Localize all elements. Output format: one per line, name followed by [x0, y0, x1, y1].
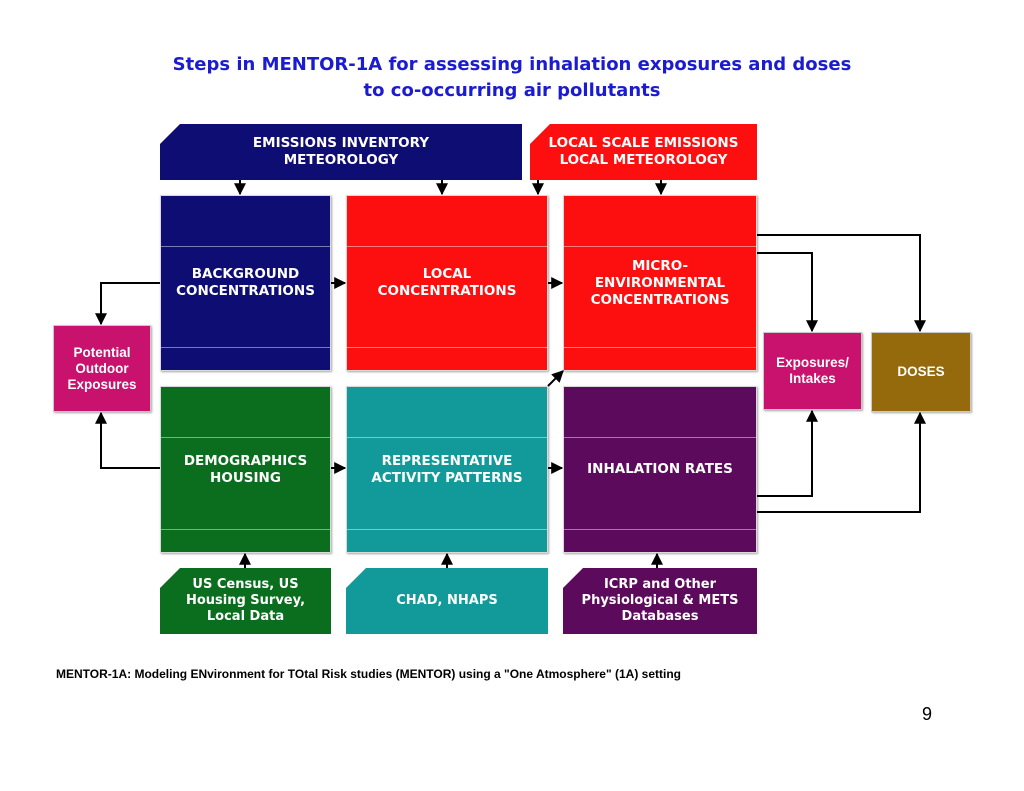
local-scale-emissions-box: LOCAL SCALE EMISSIONS LOCAL METEOROLOGY — [530, 124, 757, 180]
local-concentrations-label: LOCAL CONCENTRATIONS — [377, 266, 517, 299]
arrow-background-to-outdoor — [95, 282, 160, 326]
footnote: MENTOR-1A: Modeling ENvironment for TOta… — [56, 667, 681, 681]
doses-box: DOSES — [871, 332, 971, 412]
title-line-1: Steps in MENTOR-1A for assessing inhalat… — [172, 54, 852, 75]
chad-nhaps-label: CHAD, NHAPS — [396, 593, 498, 608]
local-concentrations-box: LOCAL CONCENTRATIONS — [346, 195, 548, 371]
inhalation-rates-box: INHALATION RATES — [563, 386, 757, 553]
micro-environmental-box: MICRO- ENVIRONMENTAL CONCENTRATIONS — [563, 195, 757, 371]
potential-outdoor-exposures-label: Potential Outdoor Exposures — [67, 344, 137, 392]
page-number: 9 — [922, 704, 933, 724]
arrow-micro-to-exposures — [757, 252, 818, 333]
activity-patterns-label: REPRESENTATIVE ACTIVITY PATTERNS — [371, 452, 523, 486]
local-scale-emissions-label: LOCAL SCALE EMISSIONS LOCAL METEOROLOGY — [548, 135, 739, 168]
activity-patterns-box: REPRESENTATIVE ACTIVITY PATTERNS — [346, 386, 548, 553]
emissions-inventory-label: EMISSIONS INVENTORY METEOROLOGY — [252, 135, 430, 168]
arrow-inhalation-to-exposures — [757, 409, 818, 497]
arrow-micro-to-doses — [757, 234, 926, 333]
icrp-box: ICRP and Other Physiological & METS Data… — [563, 568, 757, 634]
micro-environmental-label: MICRO- ENVIRONMENTAL CONCENTRATIONS — [590, 257, 730, 308]
emissions-inventory-box: EMISSIONS INVENTORY METEOROLOGY — [160, 124, 522, 180]
doses-label: DOSES — [897, 364, 945, 379]
exposures-intakes-label: Exposures/ Intakes — [776, 355, 849, 386]
arrow-demographics-to-outdoor — [95, 411, 160, 469]
chad-nhaps-box: CHAD, NHAPS — [346, 568, 548, 634]
us-census-box: US Census, US Housing Survey, Local Data — [160, 568, 331, 634]
icrp-label: ICRP and Other Physiological & METS Data… — [581, 577, 739, 624]
exposures-intakes-box: Exposures/ Intakes — [763, 332, 862, 410]
page-title: Steps in MENTOR-1A for assessing inhalat… — [112, 52, 912, 104]
potential-outdoor-exposures-box: Potential Outdoor Exposures — [53, 325, 151, 412]
inhalation-rates-label: INHALATION RATES — [587, 461, 733, 477]
background-concentrations-label: BACKGROUND CONCENTRATIONS — [176, 266, 315, 299]
us-census-label: US Census, US Housing Survey, Local Data — [185, 577, 306, 624]
demographics-housing-box: DEMOGRAPHICS HOUSING — [160, 386, 331, 553]
background-concentrations-box: BACKGROUND CONCENTRATIONS — [160, 195, 331, 371]
arrow-inhalation-to-doses — [757, 411, 926, 513]
demographics-housing-label: DEMOGRAPHICS HOUSING — [183, 452, 308, 486]
title-line-2: to co-occurring air pollutants — [363, 80, 661, 101]
arrow-activity-to-micro — [547, 370, 564, 387]
